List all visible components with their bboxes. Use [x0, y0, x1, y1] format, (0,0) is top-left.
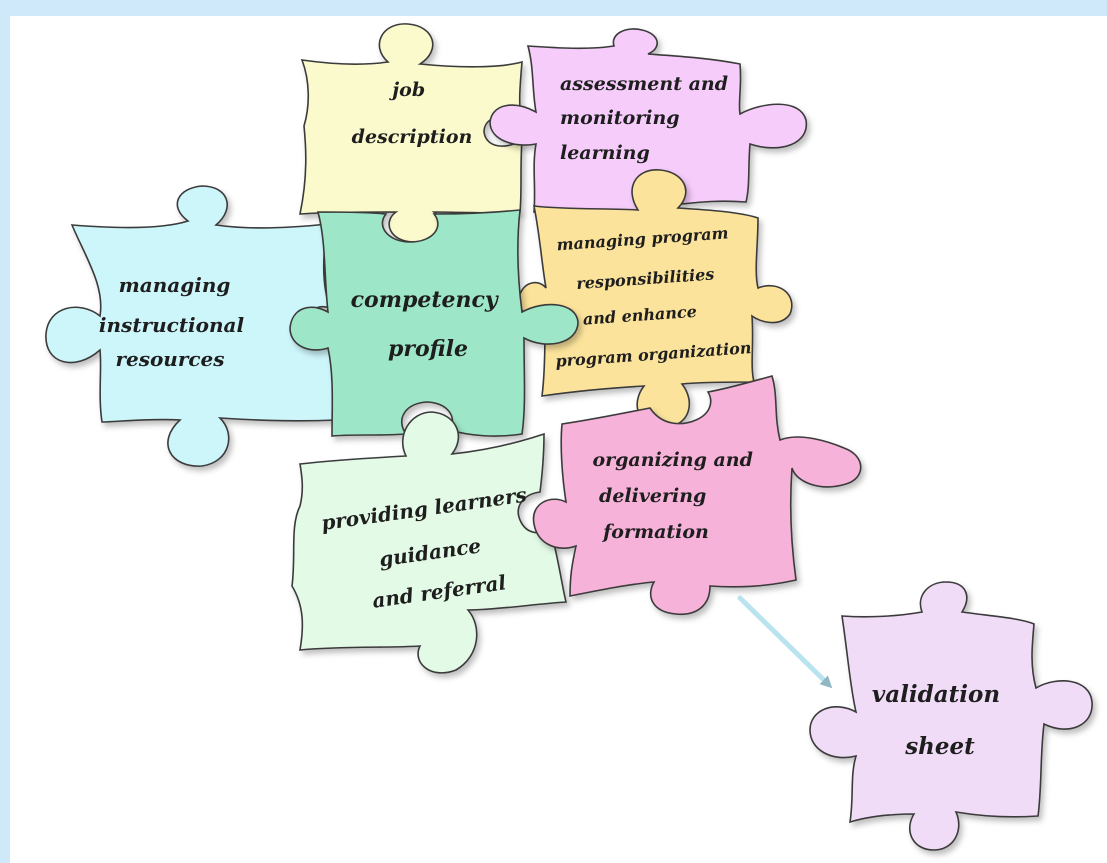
label-line: job [388, 79, 425, 101]
label-line: resources [115, 347, 224, 371]
label-line: learning [560, 142, 650, 164]
label-line: competency [351, 287, 500, 313]
puzzle-piece-competency-profile [289, 209, 579, 437]
puzzle-diagram: job description assessment and monitorin… [45, 23, 1093, 851]
puzzle-piece-validation-sheet [809, 581, 1093, 851]
label-line: sheet [904, 733, 975, 760]
puzzle-piece-providing-learners [291, 411, 568, 674]
label-line: assessment and [560, 73, 728, 95]
label-managing-resources: managing instructional resources [99, 273, 251, 371]
diagram-canvas: job description assessment and monitorin… [10, 16, 1107, 863]
label-line: description [352, 126, 473, 148]
label-line: organizing and [592, 449, 752, 471]
label-line: monitoring [560, 107, 680, 129]
arrow-to-validation [737, 595, 833, 689]
label-job-description: job description [352, 79, 473, 148]
puzzle-piece-assessment [489, 28, 808, 215]
label-line: instructional [99, 313, 245, 337]
label-line: profile [388, 336, 468, 362]
label-line: formation [601, 521, 709, 543]
label-organizing: organizing and delivering formation [592, 449, 759, 543]
label-line: managing [119, 273, 231, 297]
label-competency-profile: competency profile [351, 287, 506, 362]
puzzle-piece-managing-resources [45, 185, 341, 467]
label-line: delivering [599, 485, 706, 507]
label-validation-sheet: validation sheet [872, 681, 1008, 760]
puzzle-piece-organizing [532, 375, 862, 615]
label-line: validation [872, 681, 1000, 708]
label-assessment: assessment and monitoring learning [560, 73, 735, 164]
